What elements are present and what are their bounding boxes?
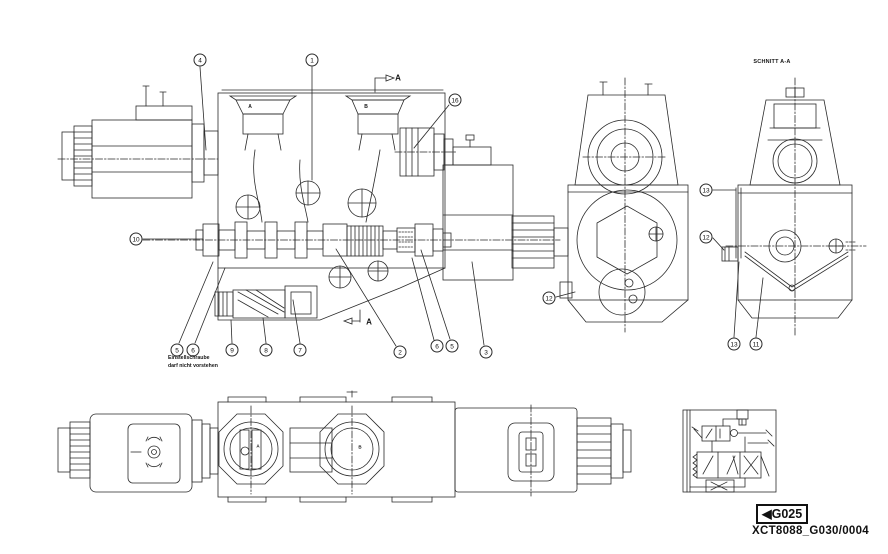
- drawing-number: XCT8088_G030/0004: [752, 525, 869, 537]
- callout-8: 8: [259, 343, 273, 357]
- callout-4: 4: [193, 53, 207, 67]
- figure-ref-box: ◀G025: [756, 504, 809, 524]
- front-view-solenoid: [57, 85, 219, 199]
- callout-12-end: 12: [542, 291, 556, 305]
- callout-6-right: 6: [430, 339, 444, 353]
- section-view-title: SCHNITT A-A: [753, 59, 791, 65]
- front-view-cartridge: [394, 127, 458, 177]
- callout-16: 16: [448, 93, 462, 107]
- callout-5-right: 5: [445, 339, 459, 353]
- port-a-label: A: [248, 104, 252, 110]
- callout-10: 10: [129, 232, 143, 246]
- section-cut-marks: [342, 74, 396, 325]
- front-view-spool-assembly: [142, 221, 561, 259]
- cut-letter-top: A: [395, 73, 401, 83]
- callout-12-section: 12: [699, 230, 713, 244]
- figure-ref-text: G025: [771, 507, 803, 521]
- plan-port-a-label: A: [256, 443, 260, 449]
- callout-9: 9: [225, 343, 239, 357]
- front-view-body: [217, 89, 446, 321]
- note-line-1: Einstellschraube: [168, 355, 210, 361]
- callout-1: 1: [305, 53, 319, 67]
- plan-view: [57, 390, 632, 503]
- end-view: [559, 77, 689, 333]
- callout-13-section: 13: [699, 183, 713, 197]
- callout-13-section-bottom: 13: [727, 337, 741, 351]
- cut-letter-bottom: A: [366, 317, 372, 327]
- leader-lines: [142, 66, 764, 347]
- plan-port-b-label: B: [358, 444, 362, 450]
- note-line-2: darf nicht vorstehen: [168, 363, 218, 369]
- callout-3: 3: [479, 345, 493, 359]
- callout-6-left: 6: [186, 343, 200, 357]
- adjust-knob: [511, 215, 569, 269]
- callout-2: 2: [393, 345, 407, 359]
- front-view-pressure-block: [442, 134, 514, 281]
- front-view-spring-chamber: [214, 285, 318, 319]
- section-view: [721, 77, 867, 336]
- port-b-label: B: [364, 104, 368, 110]
- back-arrow-icon: ◀: [762, 507, 772, 521]
- callout-5-left: 5: [170, 343, 184, 357]
- callout-7: 7: [293, 343, 307, 357]
- hydraulic-schematic: [682, 409, 777, 493]
- callout-11-section: 11: [749, 337, 763, 351]
